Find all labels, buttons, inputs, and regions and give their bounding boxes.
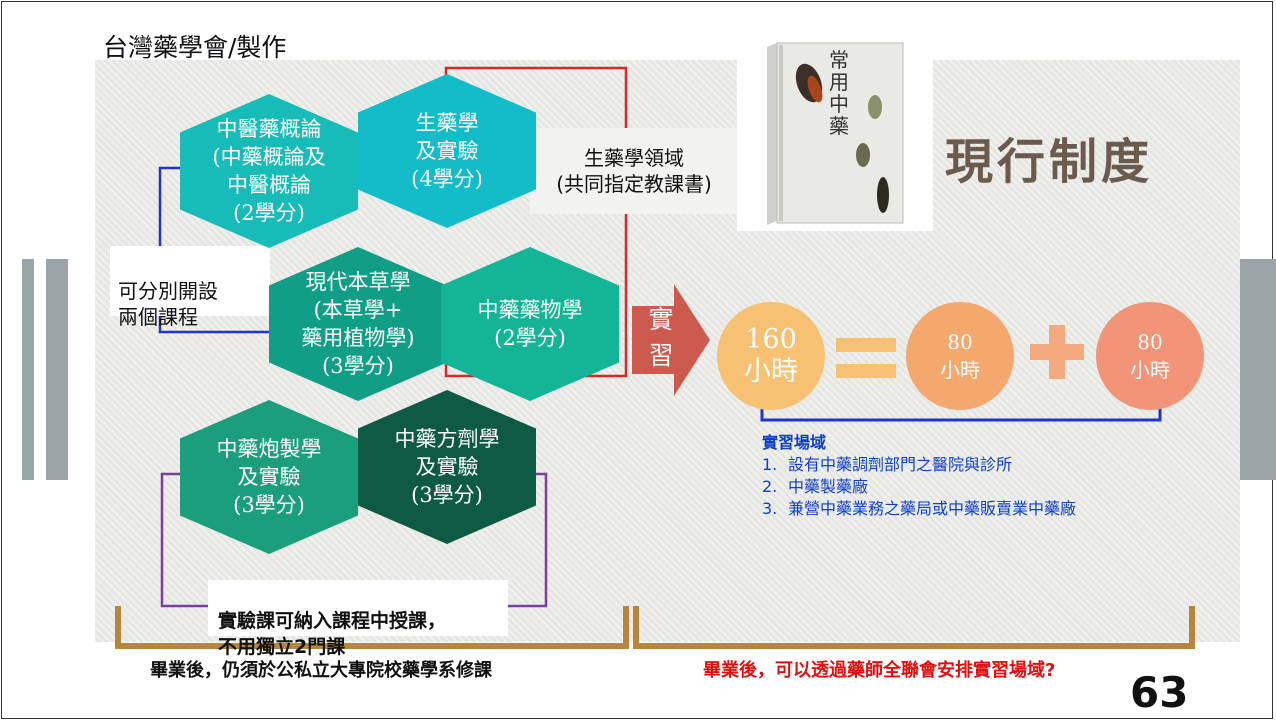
- circle-part2-num: 80: [1137, 330, 1163, 354]
- site-item: 3.兼營中藥業務之藥局或中藥販賣業中藥廠: [762, 499, 1077, 518]
- hex-pharmacognosy-text: 生藥學 及實驗 (4學分): [411, 111, 483, 191]
- hex-processing-text: 中藥炮製學 及實驗 (3學分): [216, 437, 322, 517]
- red-bracket: [444, 66, 628, 378]
- circle-part1: 80 小時: [906, 302, 1014, 410]
- internship-sites: 實習場域 1.設有中藥調劑部門之醫院與診所 2.中藥製藥廠 3.兼營中藥業務之藥…: [762, 432, 1076, 520]
- book-cover-image: [767, 42, 904, 225]
- circle-part2-unit: 小時: [1130, 358, 1170, 382]
- book-title: 常用中藥: [829, 48, 849, 138]
- separate-courses-note: 可分別開設 兩個課程: [110, 246, 270, 329]
- circle-total-num: 160: [745, 324, 797, 355]
- footer-right-note: 畢業後，可以透過藥師全聯會安排實習場域?: [703, 660, 1056, 681]
- circle-total: 160 小時: [717, 302, 825, 410]
- bottom-bracket-left: [115, 606, 629, 649]
- slide-title: 現行制度: [945, 134, 1154, 190]
- bottom-bracket-right: [633, 606, 1195, 649]
- equals-sign-2: [836, 364, 896, 378]
- site-item: 2.中藥製藥廠: [762, 477, 869, 496]
- right-side-bar: [1237, 259, 1276, 480]
- book-cover: 常用中藥: [737, 35, 933, 231]
- left-side-bar: [22, 259, 34, 480]
- plus-sign-v: [1049, 325, 1065, 379]
- circle-total-unit: 小時: [744, 356, 798, 387]
- footer-left-note: 畢業後，仍須於公私立大專院校藥學系修課: [150, 660, 492, 681]
- internship-arrow: [632, 284, 710, 396]
- circle-part2: 80 小時: [1096, 302, 1204, 410]
- circle-part1-num: 80: [947, 330, 973, 354]
- left-side-bar-2: [46, 259, 68, 480]
- site-item: 1.設有中藥調劑部門之醫院與診所: [762, 455, 1013, 474]
- internship-arrow-label: 實 習: [648, 305, 674, 370]
- equals-sign: [836, 338, 896, 352]
- circle-part1-unit: 小時: [940, 358, 980, 382]
- maker-label: 台灣藥學會/製作: [103, 33, 287, 62]
- hex-pharmacology-text: 中藥藥物學 (2學分): [477, 298, 583, 350]
- page-number: 63: [1130, 668, 1189, 717]
- hex-intro-text: 中醫藥概論 (中藥概論及 中醫概論 (2學分): [212, 117, 326, 225]
- sites-heading: 實習場域: [762, 433, 827, 452]
- pharmacognosy-field-note: 生藥學領域 (共同指定教課書): [530, 128, 738, 214]
- hex-herbology-text: 現代本草學 (本草學+ 藥用植物學) (3學分): [301, 270, 415, 378]
- lab-courses-note: 實驗課可納入課程中授課， 不用獨立2門課: [208, 580, 508, 658]
- hex-formula-text: 中藥方劑學 及實驗 (3學分): [394, 427, 500, 507]
